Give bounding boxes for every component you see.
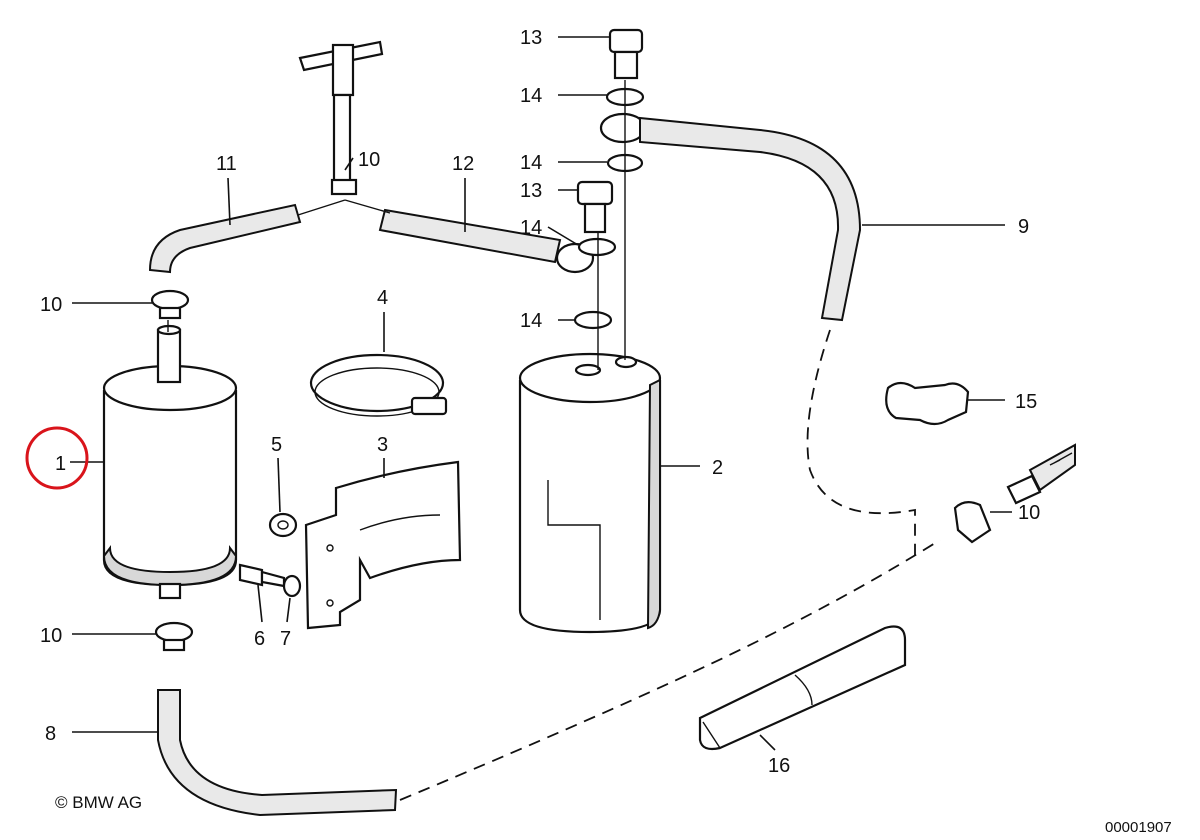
callout-12: 12 xyxy=(452,153,474,175)
callout-13-mid: 13 xyxy=(520,180,542,202)
callout-13-top: 13 xyxy=(520,27,542,49)
sleeve-part-16[interactable] xyxy=(698,625,907,751)
bushing-part-5[interactable] xyxy=(268,512,298,538)
callout-4: 4 xyxy=(377,287,388,309)
banjo-bolt-13-mid[interactable] xyxy=(576,180,614,234)
callout-10-right: 10 xyxy=(1018,502,1040,524)
clamp-band-part-4[interactable] xyxy=(309,353,448,417)
clip-part-15[interactable] xyxy=(885,381,970,426)
callout-7: 7 xyxy=(280,628,291,650)
hose-part-8[interactable] xyxy=(157,689,398,817)
routing-line-hose-8 xyxy=(399,539,941,801)
banjo-fitting[interactable] xyxy=(599,112,647,144)
washer-14-d[interactable] xyxy=(573,310,613,330)
callout-14-a: 14 xyxy=(520,85,542,107)
alignment-line-t-piece xyxy=(167,199,391,332)
callout-15: 15 xyxy=(1015,391,1037,413)
callout-5: 5 xyxy=(271,434,282,456)
callout-6: 6 xyxy=(254,628,265,650)
bracket-part-3[interactable] xyxy=(304,460,462,630)
leader-lines xyxy=(70,36,1012,751)
t-connector[interactable] xyxy=(298,40,384,196)
hose-clamp-10-upper[interactable] xyxy=(150,289,190,320)
alignment-line-bolts xyxy=(597,80,626,370)
callout-11: 11 xyxy=(216,153,237,175)
callout-9: 9 xyxy=(1018,216,1029,238)
hose-clamp-10-lower[interactable] xyxy=(154,621,194,652)
copyright-text: © BMW AG xyxy=(55,793,142,812)
hose-clamp-10-right[interactable] xyxy=(953,501,992,544)
diagram-number: 00001907 xyxy=(1105,819,1172,836)
fuel-filter-part-1[interactable] xyxy=(102,324,238,600)
washer-14-c[interactable] xyxy=(577,237,617,257)
callout-16: 16 xyxy=(768,755,790,777)
fuel-line-inlet[interactable] xyxy=(1006,443,1076,505)
callout-10-upper-left: 10 xyxy=(40,294,62,316)
highlight-circle-part-1 xyxy=(25,426,89,490)
callout-14-d: 14 xyxy=(520,310,542,332)
callout-1: 1 xyxy=(55,453,66,475)
hose-part-12[interactable] xyxy=(378,208,595,274)
callout-10-t-piece: 10 xyxy=(358,149,380,171)
callout-2: 2 xyxy=(712,457,723,479)
routing-line-hose-9 xyxy=(806,329,916,560)
callout-14-b: 14 xyxy=(520,152,542,174)
banjo-bolt-13-top[interactable] xyxy=(608,28,644,80)
bolt-part-6[interactable] xyxy=(238,563,286,588)
washer-part-7[interactable] xyxy=(282,574,302,598)
callout-10-lower-left: 10 xyxy=(40,625,62,647)
canister-part-2[interactable] xyxy=(518,352,662,634)
callout-14-c: 14 xyxy=(520,217,542,239)
hose-part-11[interactable] xyxy=(148,203,302,274)
callout-8: 8 xyxy=(45,723,56,745)
hose-part-9[interactable] xyxy=(639,116,862,322)
callout-3: 3 xyxy=(377,434,388,456)
